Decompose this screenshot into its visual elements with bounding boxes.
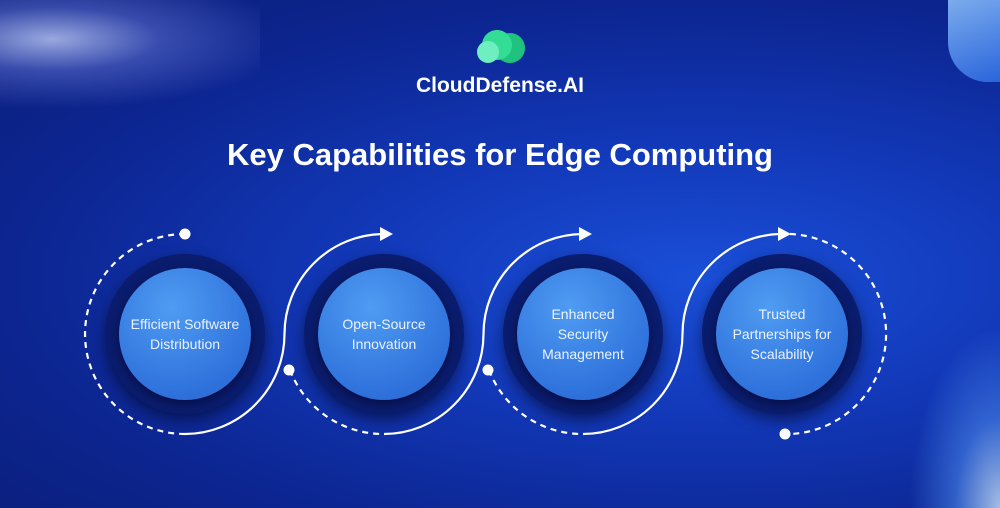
capability-label: Trusted Partnerships for Scalability xyxy=(716,268,848,400)
capability-node-4: Trusted Partnerships for Scalability xyxy=(702,254,862,414)
cloud-logo-icon xyxy=(477,30,525,63)
dashed-arc xyxy=(83,232,186,436)
capability-label: Open-Source Innovation xyxy=(318,268,450,400)
solid-connector xyxy=(383,232,584,436)
solid-connector xyxy=(184,232,385,436)
dot-marker xyxy=(283,364,295,376)
dashed-arc xyxy=(288,369,385,436)
brand-name: CloudDefense.AI xyxy=(415,74,585,97)
capability-node-3: Enhanced Security Management xyxy=(503,254,663,414)
dot-marker xyxy=(482,364,494,376)
capability-node-1: Efficient Software Distribution xyxy=(105,254,265,414)
dot-marker xyxy=(179,228,191,240)
corner-glow xyxy=(0,0,260,130)
page-title: Key Capabilities for Edge Computing xyxy=(227,137,773,172)
dot-marker xyxy=(779,428,791,440)
dashed-arc xyxy=(781,232,888,436)
arrow-head-icon xyxy=(380,227,393,241)
capability-node-2: Open-Source Innovation xyxy=(304,254,464,414)
arrow-head-icon xyxy=(579,227,592,241)
solid-connector xyxy=(582,232,783,436)
capability-label: Efficient Software Distribution xyxy=(119,268,251,400)
arrow-head-icon xyxy=(778,227,791,241)
dashed-arc xyxy=(487,369,584,436)
capability-label: Enhanced Security Management xyxy=(517,268,649,400)
